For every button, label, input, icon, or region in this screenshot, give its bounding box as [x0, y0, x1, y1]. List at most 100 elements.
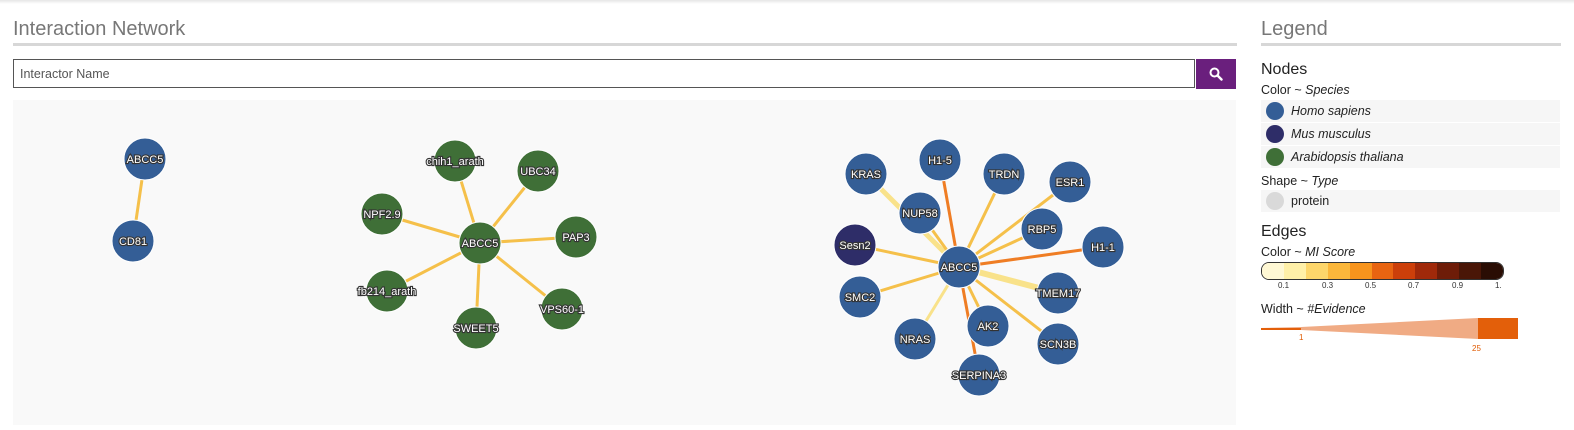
mi-scale-step	[1327, 263, 1350, 279]
mi-tick: 0.9	[1452, 281, 1464, 290]
node-g3-rbp5[interactable]: RBP5	[1020, 207, 1064, 251]
mi-scale-step	[1283, 263, 1306, 279]
node-g2-ubc34[interactable]: UBC34	[516, 149, 560, 193]
node-label: SMC2	[845, 292, 876, 304]
interactor-search-input[interactable]: Interactor Name	[13, 59, 1195, 88]
node-label: ABCC5	[462, 238, 499, 250]
legend-node-shape-label: Shape ~ Type	[1261, 174, 1338, 188]
mi-scale-step	[1459, 263, 1482, 279]
node-circle	[458, 221, 502, 265]
node-circle	[554, 215, 598, 259]
node-g1-abcc5[interactable]: ABCC5	[123, 137, 167, 181]
legend-edges-heading: Edges	[1261, 223, 1307, 240]
node-g3-kras[interactable]: KRAS	[844, 152, 888, 196]
mi-scale-step	[1371, 263, 1394, 279]
legend-title: Legend	[1261, 18, 1328, 40]
width-min-segment	[1261, 328, 1301, 330]
node-g3-nras[interactable]: NRAS	[893, 317, 937, 361]
node-g2-chih1[interactable]: chih1_arath	[425, 139, 485, 183]
node-g3-sesn2[interactable]: Sesn2	[833, 223, 877, 267]
legend-node-color-label: Color ~ Species	[1261, 83, 1350, 97]
node-label: Sesn2	[839, 240, 870, 252]
mi-tick: 0.1	[1278, 281, 1290, 290]
mi-scale-step	[1415, 263, 1438, 279]
edge-g3-esr1[interactable]	[958, 180, 1071, 269]
network-title-rule	[13, 43, 1237, 46]
legend-edge-color-label: Color ~ MI Score	[1261, 245, 1355, 259]
node-shape-prefix: Shape ~	[1261, 174, 1308, 188]
edge-color-prefix: Color ~	[1261, 245, 1302, 259]
node-label: SCN3B	[1040, 339, 1077, 351]
search-placeholder: Interactor Name	[20, 66, 110, 81]
edge-color-attr: MI Score	[1305, 245, 1356, 259]
node-label: H1-5	[928, 155, 952, 167]
node-g2-pap3[interactable]: PAP3	[554, 215, 598, 259]
node-circle	[365, 269, 409, 313]
node-g2-sweet5[interactable]: SWEET5	[452, 306, 500, 350]
node-circle	[1048, 160, 1092, 204]
edge-g3-h11[interactable]	[958, 245, 1104, 269]
species-label: Arabidopsis thaliana	[1291, 150, 1404, 164]
evidence-width-scale	[1261, 318, 1518, 339]
node-g3-scn3b[interactable]: SCN3B	[1036, 322, 1080, 366]
network-title: Interaction Network	[13, 18, 186, 40]
width-max-segment	[1478, 318, 1518, 339]
node-g3-h11[interactable]: H1-1	[1081, 225, 1125, 269]
mi-scale-step	[1437, 263, 1460, 279]
node-g3-tmem17[interactable]: TMEM17	[1035, 271, 1081, 315]
mi-scale-step	[1349, 263, 1372, 279]
node-g3-abcc5[interactable]: ABCC5	[937, 245, 981, 289]
node-g3-trdn[interactable]: TRDN	[982, 152, 1026, 196]
node-circle	[898, 191, 942, 235]
node-circle	[360, 192, 404, 236]
node-g3-smc2[interactable]: SMC2	[838, 275, 882, 319]
mi-tick: 0.5	[1365, 281, 1377, 290]
search-button[interactable]	[1196, 59, 1236, 89]
node-g3-h15[interactable]: H1-5	[918, 138, 962, 182]
legend-edge-width-label: Width ~ #Evidence	[1261, 302, 1366, 316]
node-label: CD81	[119, 236, 147, 248]
node-shape-attr: Type	[1311, 174, 1339, 188]
node-g2-vps60[interactable]: VPS60-1	[539, 287, 585, 331]
mi-scale-step	[1262, 263, 1284, 279]
arabidopsis-swatch	[1266, 148, 1284, 166]
species-label: Homo sapiens	[1291, 104, 1371, 118]
protein-shape-swatch	[1266, 192, 1284, 210]
node-circle	[1020, 207, 1064, 251]
node-circle	[893, 317, 937, 361]
node-circle	[454, 306, 498, 350]
node-circle	[540, 287, 584, 331]
node-circle	[937, 245, 981, 289]
legend-nodes-heading: Nodes	[1261, 61, 1308, 78]
node-g2-abcc5[interactable]: ABCC5	[458, 221, 502, 265]
node-label: NPF2.9	[363, 209, 400, 221]
node-g2-fb214[interactable]: fb214_arath	[357, 269, 417, 313]
legend-species-arabidopsis: Arabidopsis thaliana	[1261, 146, 1560, 168]
mi-tick: 0.3	[1322, 281, 1334, 290]
homo-sapiens-swatch	[1266, 102, 1284, 120]
node-g3-nup58[interactable]: NUP58	[898, 191, 942, 235]
node-g1-cd81[interactable]: CD81	[111, 219, 155, 263]
width-tick: 1	[1299, 333, 1304, 342]
node-circle	[1036, 322, 1080, 366]
mi-scale-step	[1481, 263, 1503, 279]
node-g2-npf29[interactable]: NPF2.9	[360, 192, 404, 236]
node-label: VPS60-1	[540, 304, 584, 316]
node-label: SERPINA3	[952, 370, 1006, 382]
mi-scale-step	[1393, 263, 1416, 279]
edge-width-prefix: Width ~	[1261, 302, 1304, 316]
node-label: UBC34	[520, 166, 555, 178]
node-g3-esr1[interactable]: ESR1	[1048, 160, 1092, 204]
node-g3-serpina3[interactable]: SERPINA3	[951, 353, 1007, 397]
mi-scale-step	[1305, 263, 1328, 279]
node-label: fb214_arath	[358, 286, 417, 298]
node-label: ABCC5	[941, 262, 978, 274]
mi-score-color-scale	[1261, 262, 1504, 280]
node-g3-ak2[interactable]: AK2	[966, 304, 1010, 348]
node-circle	[433, 139, 477, 183]
